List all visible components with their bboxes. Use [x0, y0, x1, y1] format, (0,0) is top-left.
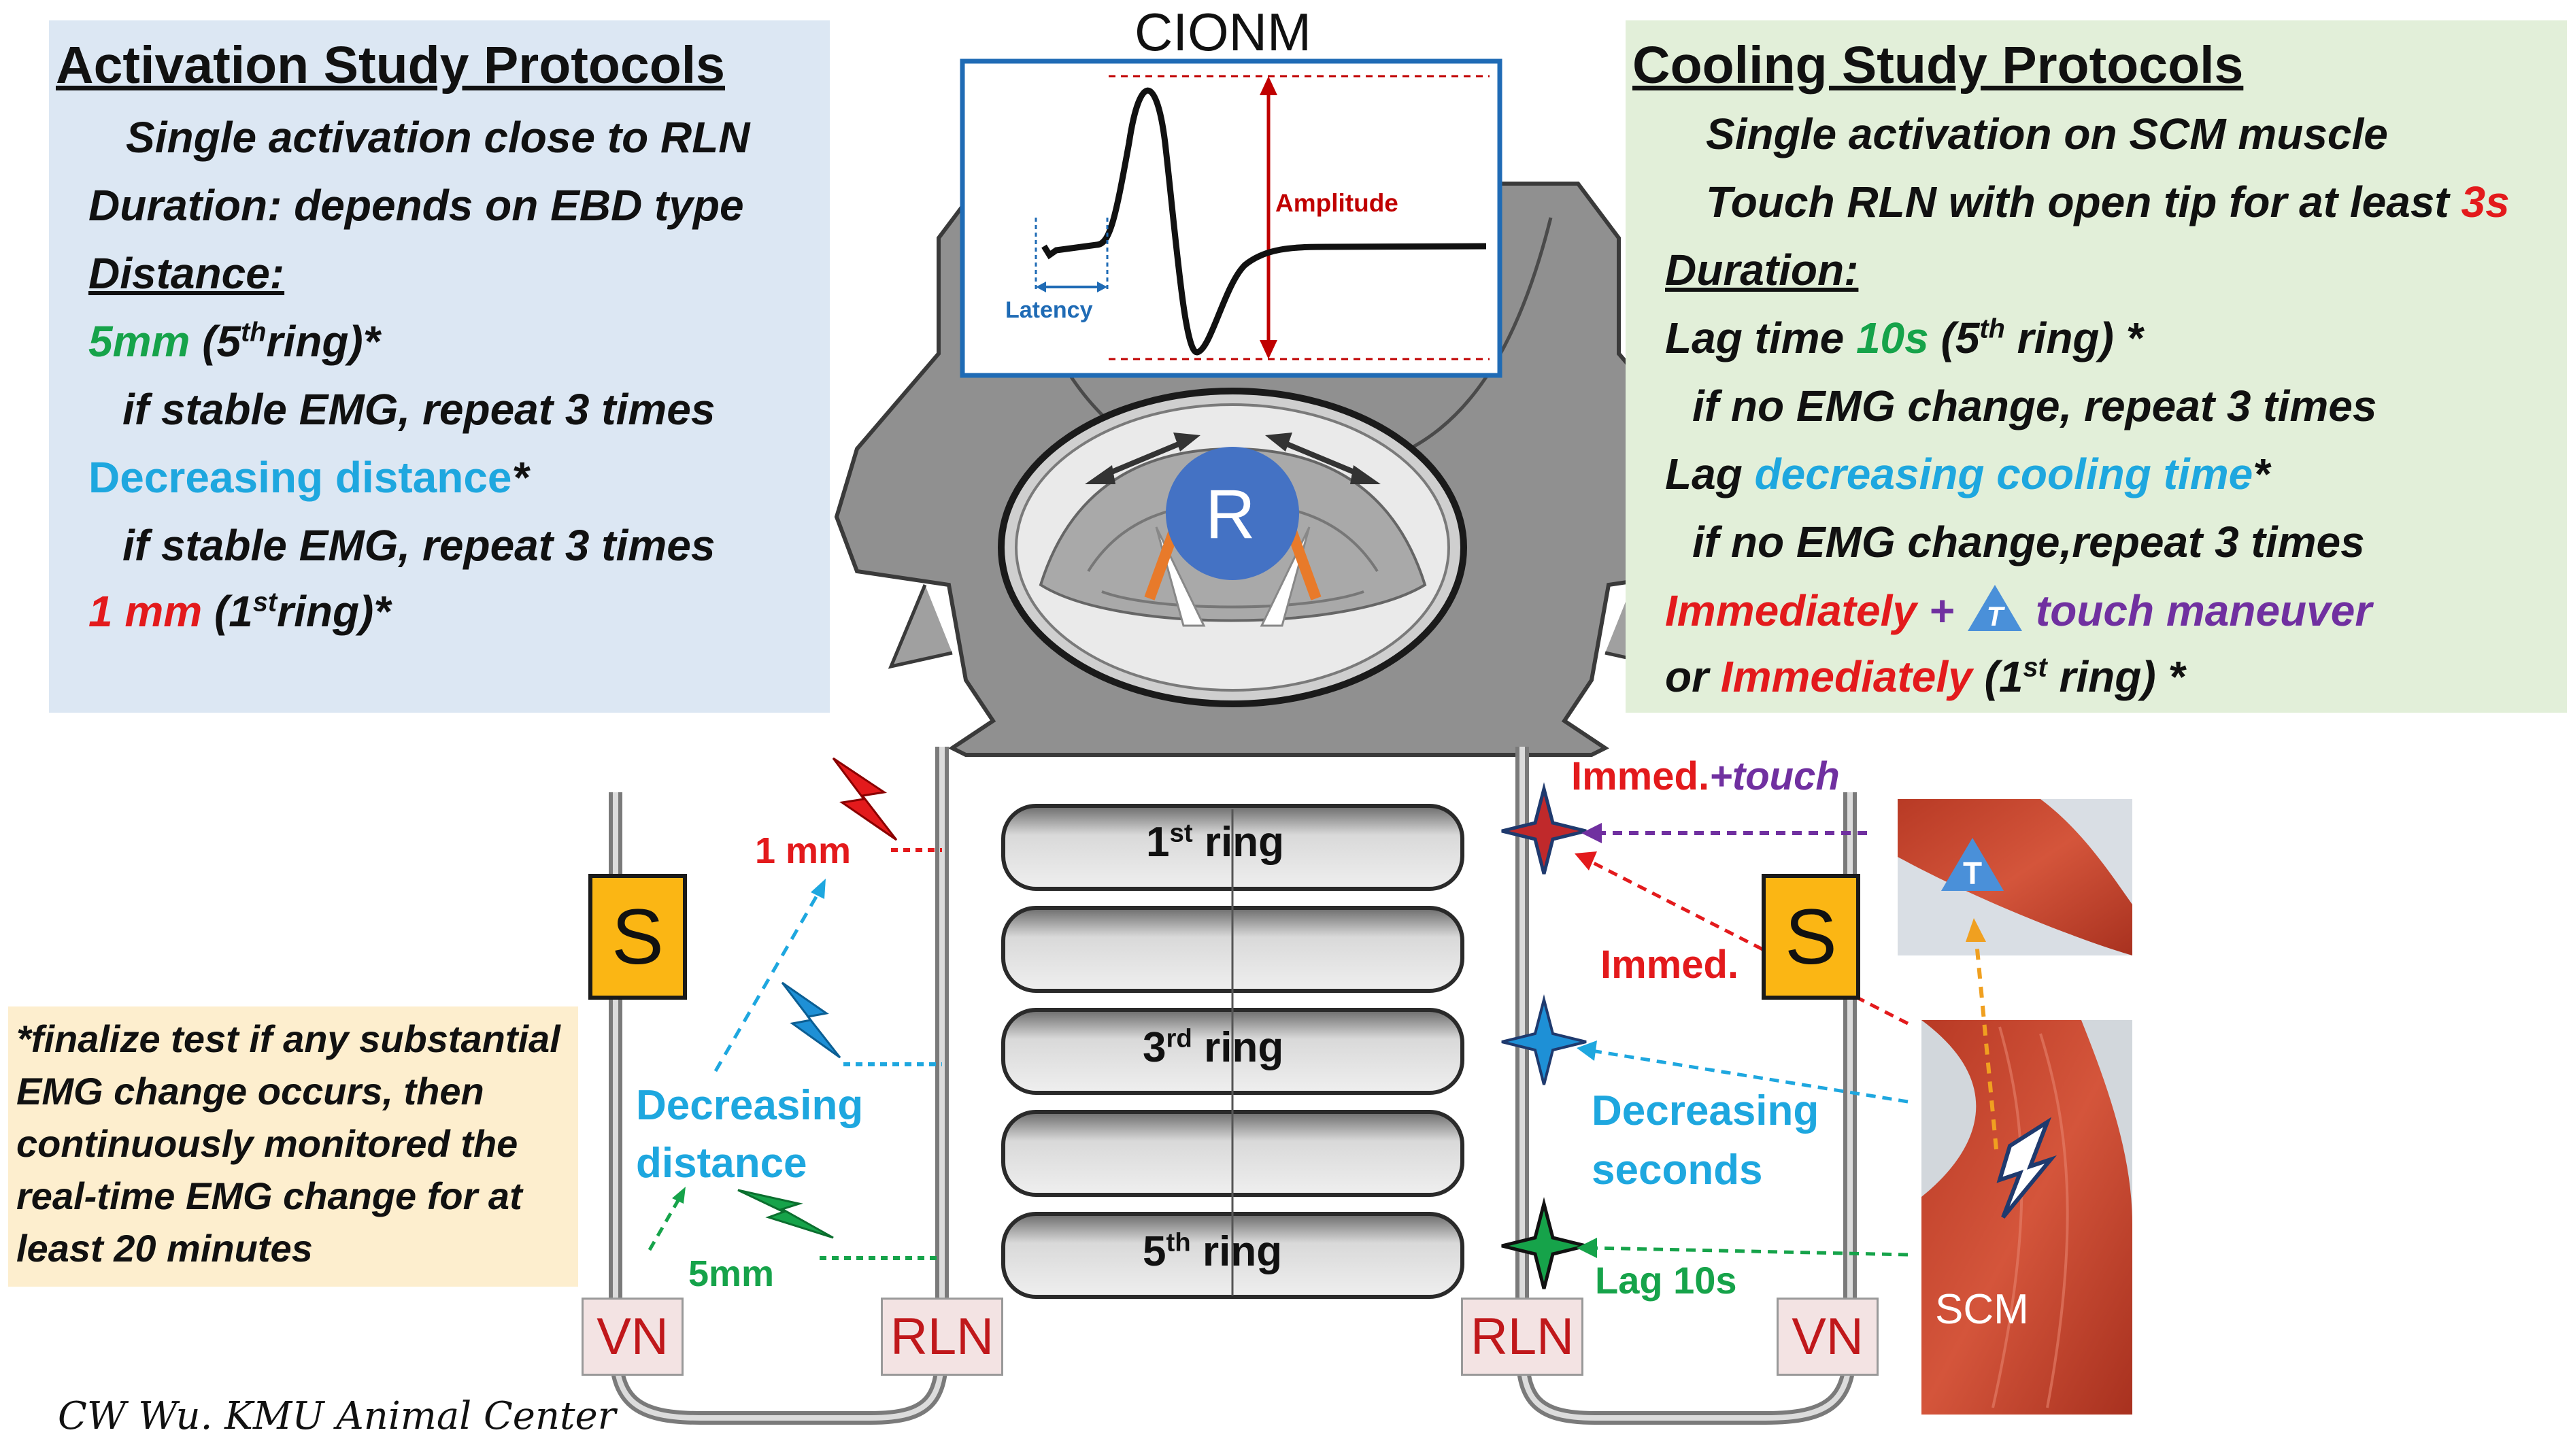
- vn-label-right: VN: [1777, 1298, 1879, 1376]
- activation-title: Activation Study Protocols: [56, 36, 726, 95]
- nerve-paths: [609, 747, 1857, 1425]
- activation-line-6: Decreasing distance*: [88, 453, 529, 502]
- tracheal-rings: [1001, 804, 1464, 1299]
- cooling-line-6: Lag decreasing cooling time*: [1665, 450, 2270, 498]
- rln-label-left: RLN: [881, 1298, 1003, 1376]
- cooling-panel: [1626, 20, 2567, 713]
- cooling-line-4: Lag time 10s (5th ring) *: [1665, 314, 2143, 362]
- stimulator-box-left: S: [588, 874, 687, 1000]
- ring-label-1: 1st ring: [1146, 818, 1284, 866]
- footnote-line-4: real-time EMG change for at: [16, 1174, 522, 1217]
- muscle-touch-icon: T: [1940, 836, 2005, 892]
- touch-icon: T: [1966, 583, 2023, 632]
- activation-line-2: Duration: depends on EBD type: [88, 181, 744, 230]
- cooling-line-9: or Immediately (1st ring) *: [1665, 652, 2185, 701]
- activation-line-1: Single activation close to RLN: [126, 113, 750, 162]
- cooling-line-5: if no EMG change, repeat 3 times: [1692, 382, 2377, 430]
- scm-label: SCM: [1935, 1286, 2029, 1333]
- cooling-line-7: if no EMG change,repeat 3 times: [1692, 518, 2365, 566]
- activation-line-5: if stable EMG, repeat 3 times: [122, 385, 716, 434]
- cooling-title: Cooling Study Protocols: [1632, 36, 2244, 95]
- cooling-line-2: Touch RLN with open tip for at least 3s: [1706, 177, 2510, 226]
- activation-line-8: 1 mm (1string)*: [88, 587, 391, 636]
- distance-heading: Distance:: [88, 249, 285, 298]
- left-decreasing-label: Decreasing: [636, 1082, 864, 1129]
- credit-signature: CW Wu. KMU Animal Center: [58, 1394, 616, 1438]
- left-distance-label: distance: [636, 1140, 807, 1187]
- latency-label: Latency: [1005, 297, 1093, 323]
- rln-label-right: RLN: [1461, 1298, 1583, 1376]
- vn-label-left: VN: [582, 1298, 684, 1376]
- trachea-cross-section: [998, 388, 1467, 707]
- amplitude-label: Amplitude: [1275, 189, 1398, 217]
- activation-line-4: 5mm (5thring)*: [88, 317, 380, 366]
- left-stimulation-indicators: [648, 757, 942, 1260]
- footnote-line-3: continuously monitored the: [16, 1122, 518, 1165]
- activation-panel: [49, 20, 830, 713]
- right-lag-label: Lag 10s: [1595, 1259, 1737, 1302]
- ring-label-3: 3rd ring: [1143, 1023, 1284, 1071]
- footnote-panel: [8, 1006, 578, 1287]
- left-1mm-label: 1 mm: [755, 830, 852, 871]
- ring-label-5: 5th ring: [1143, 1228, 1283, 1275]
- touch-icon-letter: T: [1987, 602, 2006, 632]
- right-immed-touch-label: Immed.+touch: [1571, 754, 1840, 798]
- activation-line-7: if stable EMG, repeat 3 times: [122, 521, 716, 570]
- footnote-line-1: *finalize test if any substantial: [16, 1017, 560, 1060]
- r-label: R: [1205, 475, 1256, 553]
- cionm-waveform: [960, 58, 1502, 378]
- cooling-line-1: Single activation on SCM muscle: [1706, 109, 2388, 158]
- right-immed-label: Immed.: [1600, 943, 1739, 987]
- footnote-line-2: EMG change occurs, then: [16, 1070, 484, 1113]
- right-seconds-label: seconds: [1592, 1147, 1763, 1193]
- left-5mm-label: 5mm: [688, 1253, 775, 1294]
- cionm-title: CIONM: [1135, 2, 1311, 62]
- right-stimulation-indicators: [1501, 782, 1909, 1289]
- muscle-touch-icon-letter: T: [1963, 856, 1982, 891]
- duration-heading: Duration:: [1665, 246, 1859, 294]
- right-decreasing-label: Decreasing: [1592, 1087, 1819, 1134]
- stimulator-box-right: S: [1762, 874, 1860, 1000]
- footnote-line-5: least 20 minutes: [16, 1227, 313, 1270]
- scm-muscle-images: [1898, 799, 2132, 1415]
